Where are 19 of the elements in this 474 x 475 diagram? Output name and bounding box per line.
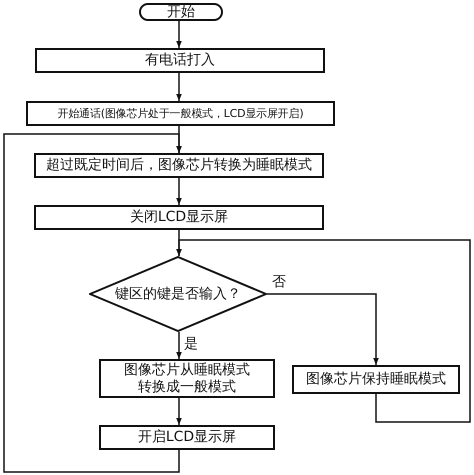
arrow <box>176 398 182 425</box>
process-box: 开始通话(图像芯片处于一般模式，LCD显示屏开启) <box>26 101 335 126</box>
edge-label: 否 <box>271 274 287 290</box>
arrow <box>3 133 182 473</box>
decision-diamond: 键区的键是否输入？ <box>89 256 267 332</box>
arrow <box>176 73 182 101</box>
arrow <box>176 332 182 359</box>
arrow <box>176 21 182 48</box>
edge-label: 是 <box>183 336 199 352</box>
arrow <box>267 293 379 365</box>
start-terminal: 开始 <box>139 3 223 21</box>
arrow <box>176 239 471 423</box>
arrow <box>176 178 182 205</box>
process-box: 超过既定时间后，图像芯片转换为睡眠模式 <box>34 153 324 178</box>
process-box: 有电话打入 <box>35 48 325 73</box>
process-box: 图像芯片从睡眠模式转换成一般模式 <box>99 359 275 398</box>
process-box: 关闭LCD显示屏 <box>34 205 324 230</box>
process-box: 图像芯片保持睡眠模式 <box>292 365 460 394</box>
process-box: 开启LCD显示屏 <box>99 425 275 450</box>
